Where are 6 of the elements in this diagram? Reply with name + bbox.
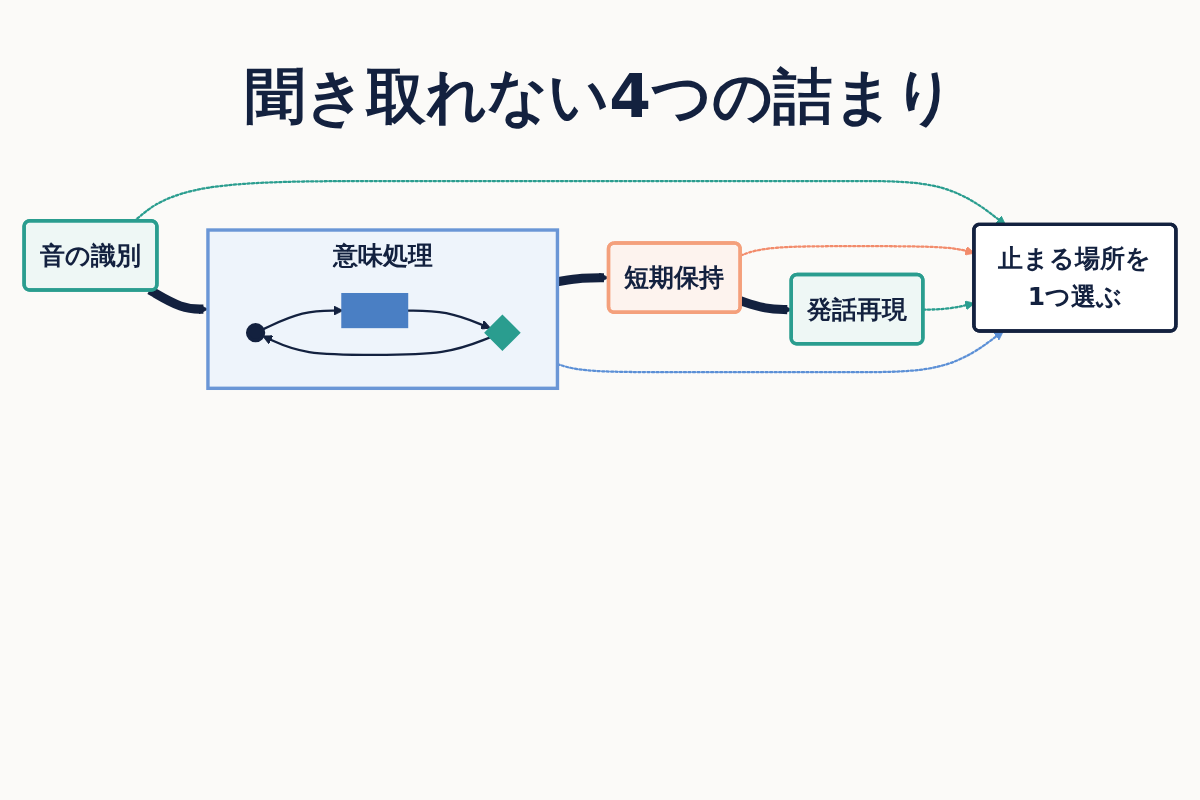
title: 聞き取れない4つの詰まり xyxy=(244,60,956,133)
arrow xyxy=(262,335,491,356)
node-circle xyxy=(245,323,266,343)
node-box xyxy=(341,293,409,329)
cluster: 意味処理 xyxy=(206,228,560,390)
node-diamond xyxy=(484,314,521,351)
